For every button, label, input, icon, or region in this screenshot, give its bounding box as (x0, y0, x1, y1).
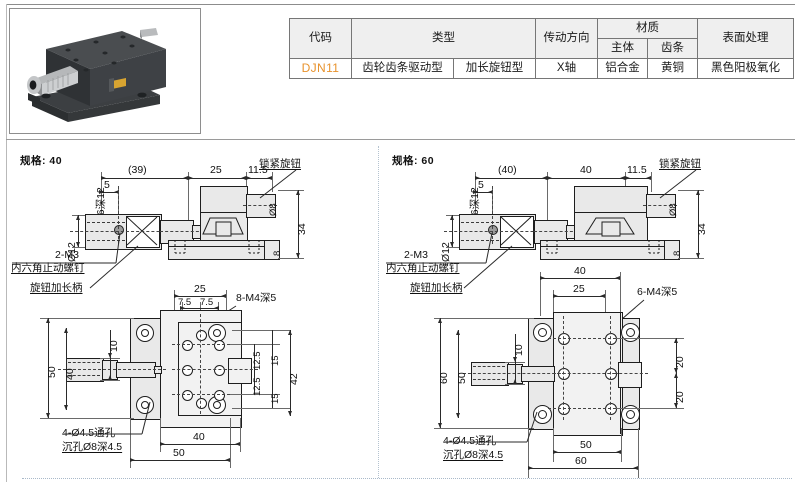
left-top-dim-12-5-a: 12.5 (252, 351, 263, 371)
header-material-body: 主体 (597, 38, 648, 59)
header-code: 代码 (289, 18, 352, 59)
right-dim-40: 40 (580, 164, 592, 176)
table-header-row-2: 主体 齿条 (290, 38, 794, 59)
left-top-dim-50-left: 50 (46, 366, 58, 378)
right-label-2m3: 2-M3 (404, 249, 428, 261)
bottom-dotted-divider (22, 478, 792, 479)
cell-material-rack: 黄铜 (647, 58, 698, 79)
left-base-hole-left (174, 240, 186, 254)
left-dim-8: 8 (272, 250, 283, 256)
header-type: 类型 (351, 18, 536, 59)
header-material-rack: 齿条 (647, 38, 698, 59)
frame-left-rule (6, 4, 7, 482)
left-knob-ext-leader (89, 245, 139, 289)
cell-drive-direction: X轴 (535, 58, 598, 79)
right-dim-5: 5 (478, 179, 484, 191)
left-dim-25: 25 (210, 164, 222, 176)
left-spec-title: 规格: 40 (20, 155, 63, 167)
left-hex-screw-leader (12, 232, 121, 264)
left-thruhole-leader (64, 401, 151, 435)
cell-type-2: 加长旋钮型 (453, 58, 536, 79)
right-top-dim-25: 25 (573, 283, 585, 295)
left-top-dim-42: 42 (288, 373, 300, 385)
right-dovetail-profile (585, 217, 635, 237)
left-top-dim-12-5-b: 12.5 (252, 377, 263, 397)
left-lock-knob-leader (259, 169, 297, 199)
right-base-hole-left (546, 240, 558, 254)
left-dim-39: (39) (128, 164, 147, 176)
left-label-8m4: 8-M4深5 (236, 292, 277, 304)
left-base-hole-right (248, 240, 260, 254)
frame-top-rule (6, 4, 795, 5)
left-top-dim-50-bottom: 50 (173, 447, 185, 459)
right-spec-title: 规格: 60 (392, 155, 435, 167)
right-label-knob-extension: 旋钮加长柄 (410, 282, 463, 294)
right-hex-screw-leader (386, 232, 493, 264)
right-lock-knob-leader (659, 169, 697, 199)
left-top-dim-25: 25 (194, 283, 206, 295)
left-label-lock-knob: 锁紧旋钮 (259, 158, 301, 170)
right-thruhole-leader (445, 411, 538, 443)
right-label-hex-screw: 内六角止动螺钉 (386, 262, 460, 274)
left-label-dia8: Ø8 (268, 203, 279, 216)
left-dim-11-5: 11.5 (248, 164, 268, 176)
specification-table: 代码 类型 传动方向 材质 表面处理 主体 齿条 DJN11 齿轮齿条驱动型 加… (289, 18, 794, 79)
right-label-lock-knob: 锁紧旋钮 (659, 158, 701, 170)
cell-surface: 黑色阳极氧化 (697, 58, 794, 79)
right-label-counterbore: 沉孔Ø8深4.5 (443, 449, 504, 461)
left-top-dim-7-5-a: 7.5 (178, 297, 192, 308)
right-label-6m4: 6-M4深5 (637, 286, 678, 298)
left-top-dim-15-b: 15 (270, 393, 281, 404)
right-dim-11-5: 11.5 (627, 164, 647, 176)
left-top-dim-7-5-b: 7.5 (200, 297, 214, 308)
right-top-dim-20-a: 20 (674, 356, 686, 368)
table-header-row-1: 代码 类型 传动方向 材质 表面处理 (289, 18, 794, 59)
right-knob-ext-leader (463, 245, 513, 289)
left-top-dim-40-left: 40 (64, 368, 76, 380)
right-top-dim-20-b: 20 (674, 391, 686, 403)
product-photo (9, 8, 201, 134)
right-dim-34: 34 (696, 223, 708, 235)
product-photo-illustration (10, 9, 200, 133)
left-top-dim-15-a: 15 (270, 355, 281, 366)
vertical-dotted-divider (378, 146, 379, 478)
right-top-dim-60-bottom: 60 (575, 455, 587, 467)
left-dim-5: 5 (104, 179, 110, 191)
right-top-dim-40: 40 (574, 265, 586, 277)
left-top-dim-40-bottom: 40 (193, 431, 205, 443)
right-dim-40p: (40) (498, 164, 517, 176)
left-dim-34: 34 (296, 223, 308, 235)
right-top-dim-50-left: 50 (456, 372, 468, 384)
section-divider-rule (6, 139, 795, 140)
header-surface: 表面处理 (697, 18, 794, 59)
left-dovetail-profile (202, 217, 244, 237)
left-top-dim-10: 10 (108, 340, 120, 352)
right-label-thruhole: 4-Ø4.5通孔 (443, 435, 497, 447)
table-row: DJN11 齿轮齿条驱动型 加长旋钮型 X轴 铝合金 黄铜 黑色阳极氧化 (289, 58, 794, 79)
right-base-hole-right (648, 240, 660, 254)
left-label-counterbore: 沉孔Ø8深4.5 (62, 441, 123, 453)
right-top-dim-60-left: 60 (438, 372, 450, 384)
cell-code: DJN11 (289, 58, 352, 79)
right-label-dia8: Ø8 (668, 203, 679, 216)
cell-type-1: 齿轮齿条驱动型 (351, 58, 454, 79)
header-drive-direction: 传动方向 (535, 18, 598, 59)
left-label-hex-screw: 内六角止动螺钉 (11, 262, 85, 274)
cell-material-body: 铝合金 (597, 58, 648, 79)
left-label-2m3: 2-M3 (55, 249, 79, 261)
header-material: 材质 (597, 18, 698, 39)
right-dim-8: 8 (672, 250, 683, 256)
left-label-thruhole: 4-Ø4.5通孔 (62, 427, 116, 439)
right-top-dim-50-bottom: 50 (580, 439, 592, 451)
left-label-knob-extension: 旋钮加长柄 (30, 282, 83, 294)
right-top-dim-10: 10 (513, 344, 525, 356)
